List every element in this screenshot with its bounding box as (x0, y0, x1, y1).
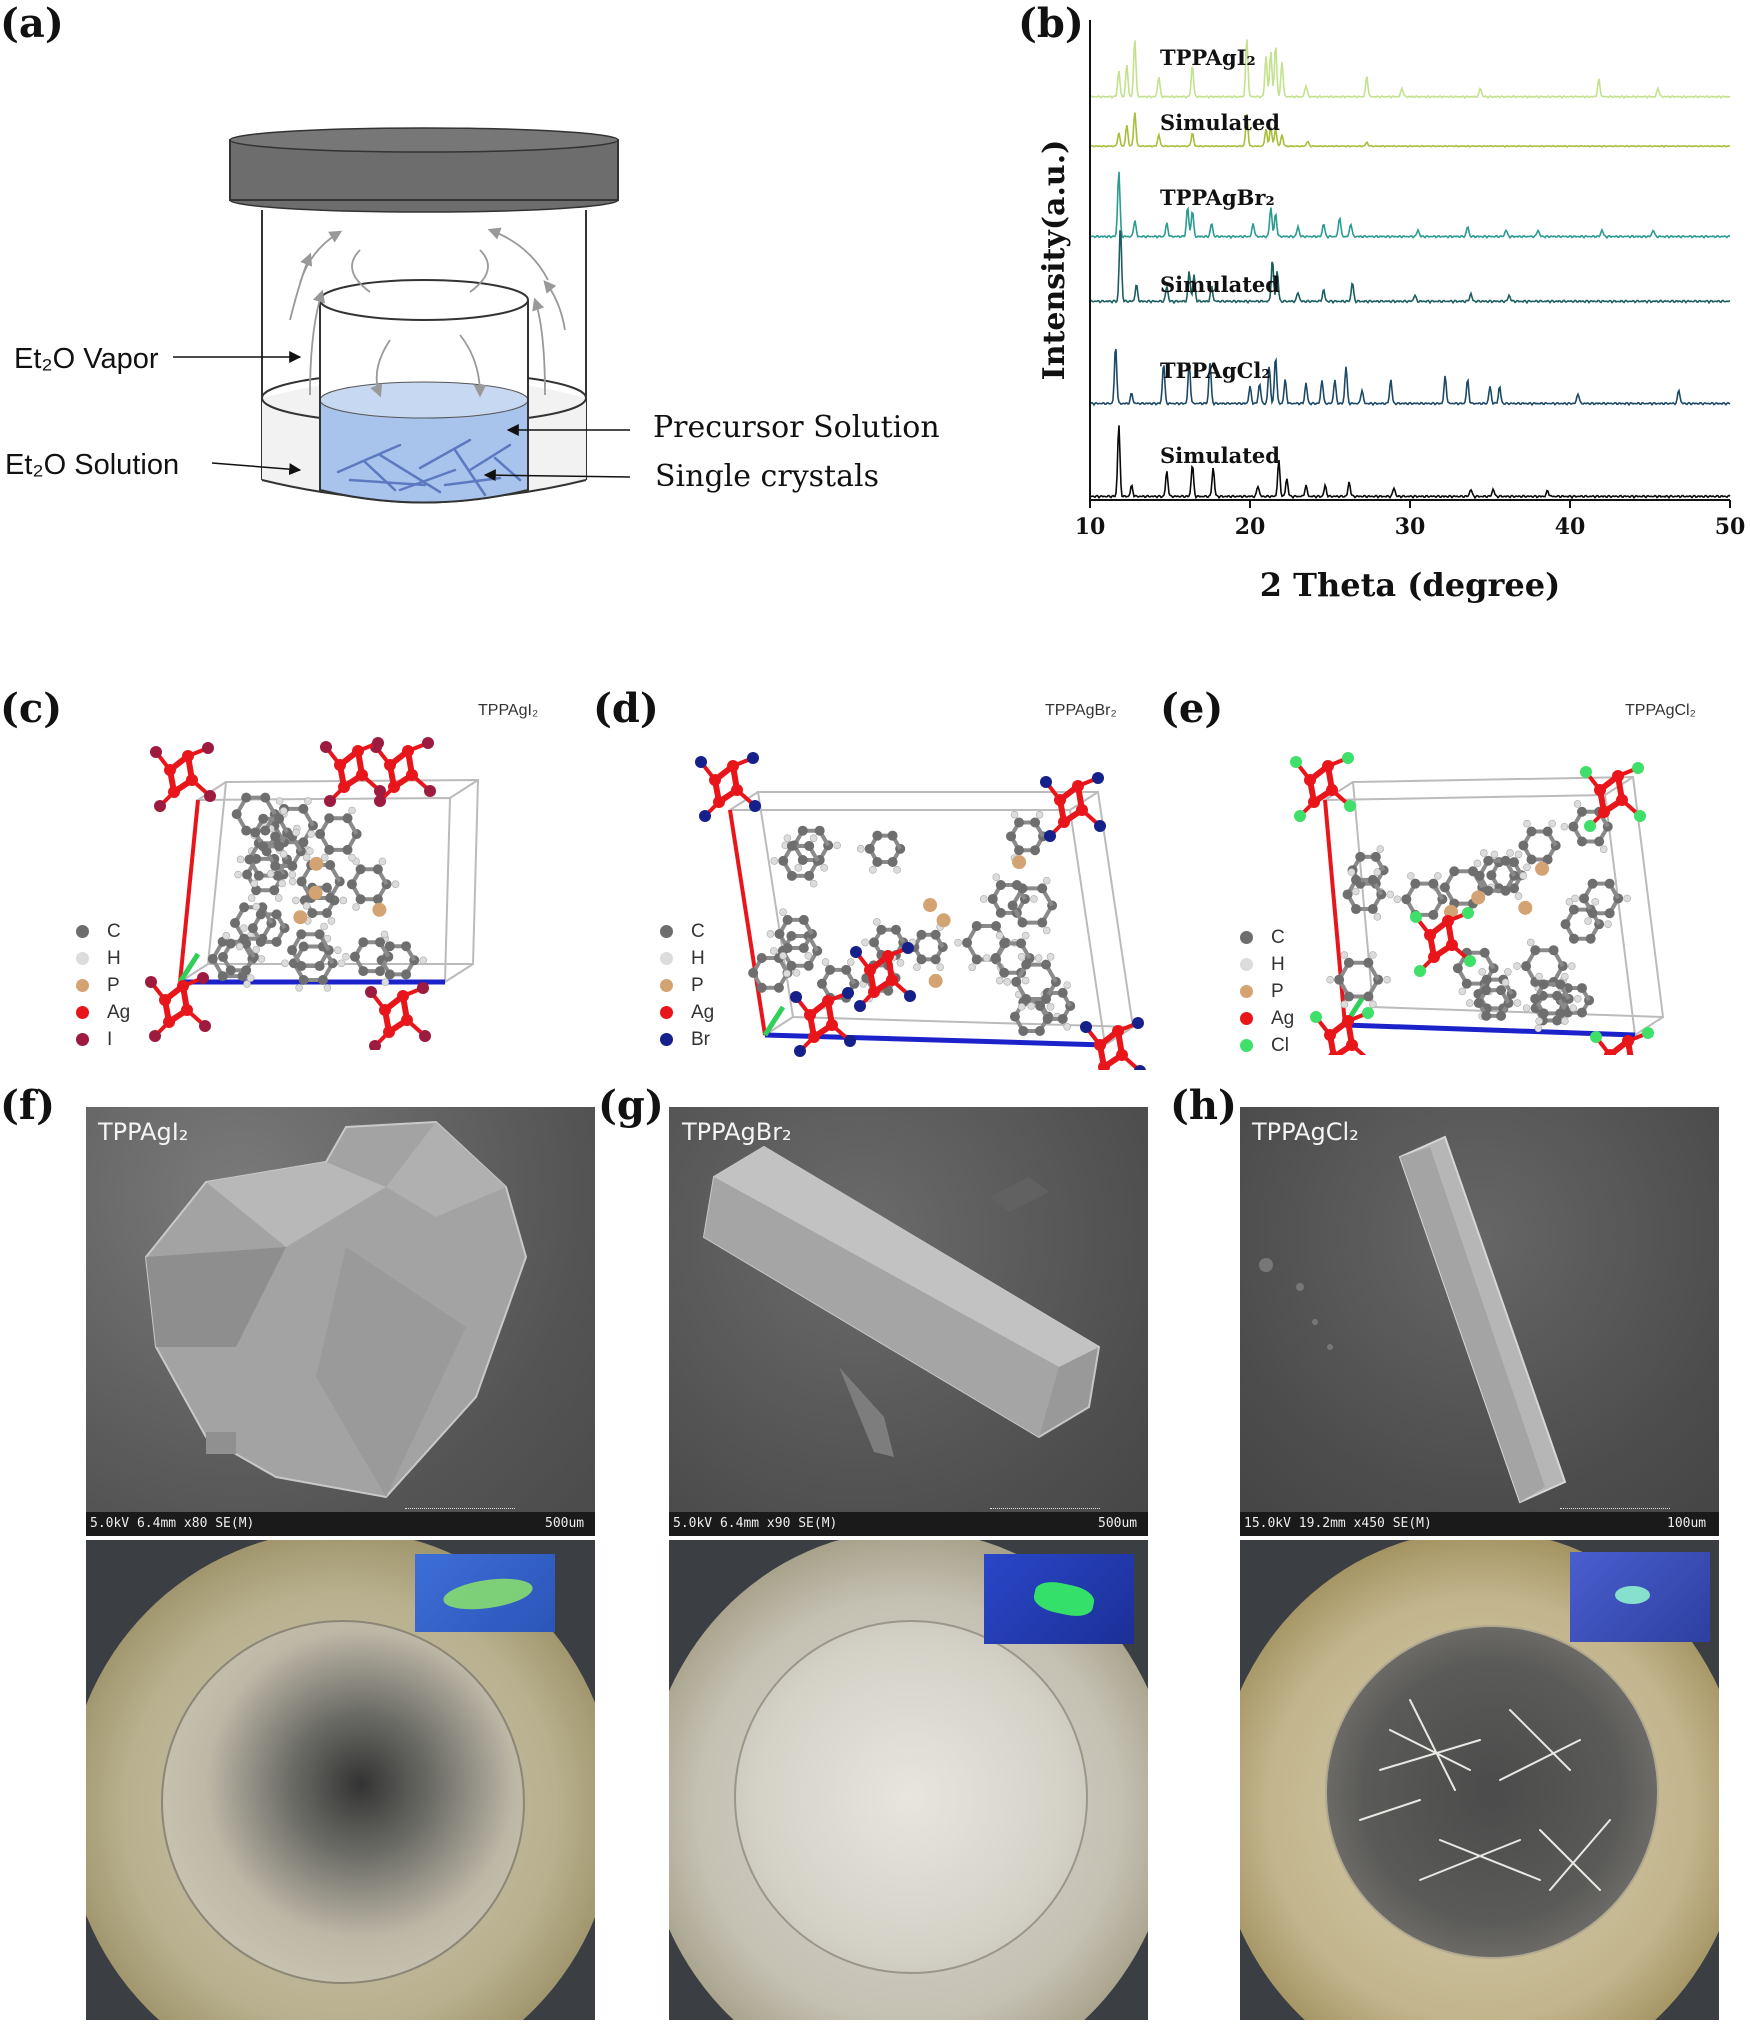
xrd-series-label-2: TPPAgBr₂ (1160, 185, 1275, 210)
xrd-series-3 (1089, 230, 1731, 305)
xrd-series-label-3: Simulated (1160, 272, 1280, 297)
xrd-series-4 (1089, 348, 1731, 407)
xrd-xlabel: 2 Theta (degree) (1260, 566, 1560, 604)
sem-image-tppagi2 (86, 1107, 595, 1535)
photo-vial-tppagbr2 (669, 1540, 1148, 2020)
photo-vial-tppagcl2 (1240, 1540, 1719, 2020)
crystal-structure-tppagbr2 (695, 752, 1146, 1070)
panel-h-label: (h) (1170, 1082, 1237, 1129)
xrd-xtick-label: 40 (1555, 514, 1586, 540)
xrd-series-1 (1089, 112, 1731, 149)
label-et2o-solution: Et₂O Solution (5, 449, 180, 481)
xrd-series-2 (1089, 171, 1731, 240)
sem-h-title: TPPAgCl₂ (1252, 1118, 1359, 1146)
sem-f-scalebar (405, 1508, 515, 1515)
label-precursor-solution: Precursor Solution (653, 410, 940, 445)
sem-image-tppagcl2 (1240, 1107, 1719, 1535)
xrd-ylabel: Intensity(a.u.) (1037, 140, 1072, 381)
uv-inset-tppagbr2 (984, 1554, 1134, 1644)
xrd-axes (1089, 20, 1730, 501)
panel-a-label: (a) (0, 0, 64, 47)
structure-e-name: TPPAgCl₂ (1625, 702, 1696, 719)
uv-inset-tppagi2 (415, 1554, 555, 1632)
sem-f-scale: 500um (545, 1516, 585, 1531)
sem-g-info: 5.0kV 6.4mm x90 SE(M) (673, 1516, 838, 1531)
crystal-structure-tppagcl2 (1290, 752, 1665, 1055)
legend-dot-c (76, 925, 89, 938)
sem-h-infobar (1240, 1512, 1719, 1536)
xrd-series-0 (1089, 39, 1731, 100)
sem-f-title: TPPAgI₂ (98, 1118, 189, 1146)
panel-c-label: (c) (0, 685, 63, 732)
sem-g-infobar (669, 1512, 1148, 1536)
sem-h-scale: 100um (1667, 1516, 1707, 1531)
legend-c: C H P Ag I (76, 918, 130, 1053)
label-single-crystals: Single crystals (655, 459, 879, 494)
panel-b-label: (b) (1018, 0, 1084, 47)
xrd-series-label-1: Simulated (1160, 110, 1280, 135)
xrd-chart: TPPAgI₂SimulatedTPPAgBr₂SimulatedTPPAgCl… (1037, 20, 1746, 604)
panel-g-label: (g) (598, 1082, 664, 1129)
legend-d: C H P Ag Br (660, 918, 714, 1053)
vapor-diffusion-diagram (173, 127, 631, 504)
sem-g-scale: 500um (1098, 1516, 1138, 1531)
xrd-xtick-label: 10 (1075, 514, 1106, 540)
panel-d-label: (d) (593, 685, 659, 732)
legend-e: C H P Ag Cl (1240, 924, 1294, 1059)
xrd-series-label-4: TPPAgCl₂ (1160, 358, 1271, 383)
sem-h-scalebar (1560, 1508, 1670, 1515)
photo-vial-tppagi2 (86, 1540, 595, 2020)
panel-f-label: (f) (0, 1082, 56, 1129)
xrd-xtick-label: 20 (1235, 514, 1266, 540)
label-et2o-vapor: Et₂O Vapor (14, 343, 159, 375)
sem-f-info: 5.0kV 6.4mm x80 SE(M) (90, 1516, 255, 1531)
sem-image-tppagbr2 (669, 1107, 1148, 1535)
structure-c-name: TPPAgI₂ (478, 702, 539, 719)
xrd-xtick-label: 50 (1715, 514, 1746, 540)
xrd-series-label-5: Simulated (1160, 443, 1280, 468)
structure-d-name: TPPAgBr₂ (1045, 702, 1117, 719)
xrd-xtick-label: 30 (1395, 514, 1426, 540)
sem-f-infobar (86, 1512, 595, 1536)
vial-crystals (1359, 1699, 1611, 1891)
sem-g-scalebar (990, 1508, 1100, 1515)
xrd-series-5 (1089, 425, 1731, 500)
panel-e-label: (e) (1160, 685, 1224, 732)
xrd-series-label-0: TPPAgI₂ (1160, 45, 1256, 70)
sem-h-info: 15.0kV 19.2mm x450 SE(M) (1244, 1516, 1432, 1531)
crystal-structure-tppagi2 (145, 737, 480, 1050)
crystal-needles (336, 438, 522, 497)
sem-g-title: TPPAgBr₂ (682, 1118, 792, 1146)
